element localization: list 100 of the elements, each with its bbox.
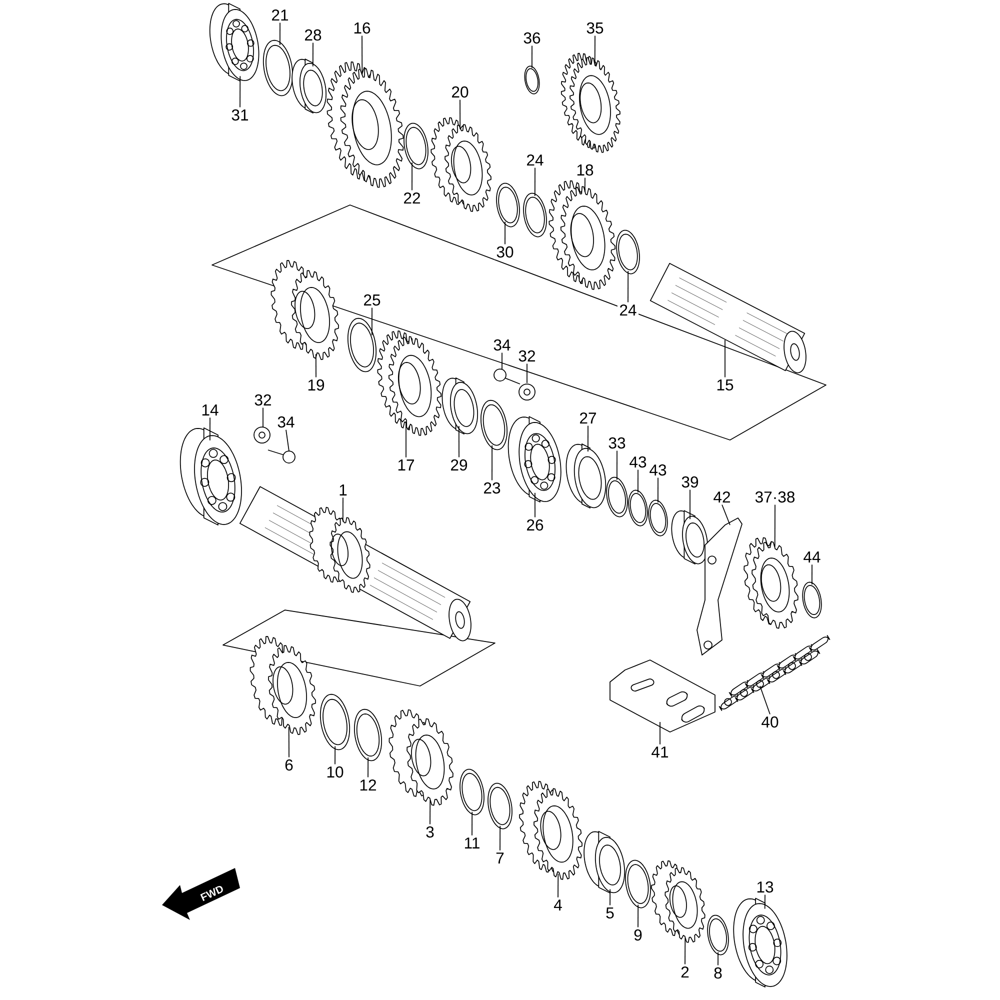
callout-number: 5 [604, 906, 616, 920]
leader-line [526, 363, 528, 384]
leader-line [558, 873, 559, 898]
callout-number: 14 [199, 402, 221, 418]
callout-number: 36 [521, 30, 543, 46]
leader-line [774, 504, 776, 548]
leader-line [534, 492, 536, 518]
callout-number: 23 [481, 480, 503, 496]
callout-number: 44 [801, 550, 823, 564]
gear [326, 62, 404, 188]
drive-chain [718, 635, 830, 711]
retainer [606, 476, 628, 518]
callout-number: 24 [524, 152, 546, 168]
callout-number: 22 [401, 190, 423, 206]
oil-seal [566, 444, 606, 508]
ring [347, 318, 377, 372]
callout-number: 18 [574, 162, 596, 178]
sleeve [292, 58, 326, 114]
leader-line [610, 888, 611, 906]
leader-line [684, 937, 686, 965]
leader-line [288, 726, 290, 758]
callout-number: 6 [282, 758, 296, 772]
ring [625, 860, 651, 908]
leader-line [534, 167, 536, 196]
bearing [209, 2, 260, 82]
callout-number: 37·38 [753, 490, 797, 504]
callout-number: 27 [577, 410, 599, 426]
callout-number: 20 [449, 84, 471, 100]
leader-line [362, 35, 363, 76]
leader-line [760, 686, 770, 715]
callout-number: 4 [552, 898, 564, 912]
gear [560, 52, 620, 153]
callout-number: 32 [516, 348, 538, 364]
callout-number: 42 [711, 490, 733, 504]
gear [388, 709, 454, 806]
callout-number: 43 [647, 462, 669, 478]
leader-line [584, 177, 586, 192]
leader-line [764, 894, 766, 910]
callout-number: 13 [754, 880, 776, 894]
callout-number: 9 [632, 928, 644, 942]
leader-line [638, 904, 639, 928]
sleeve [442, 377, 478, 434]
callout-number: 25 [361, 292, 383, 308]
needle-bearing [584, 830, 626, 894]
callout-number: 8 [712, 966, 724, 980]
leader-line [724, 340, 726, 378]
lock-washer [518, 384, 536, 400]
gear [548, 180, 616, 290]
gear [377, 330, 442, 436]
gear [519, 780, 582, 880]
callout-number: 30 [494, 244, 516, 260]
callout-number: 17 [395, 458, 417, 472]
callout-number: 19 [305, 378, 327, 392]
leader-line [262, 407, 264, 428]
leader-line [628, 270, 629, 303]
ring [404, 122, 428, 170]
chain-joint-kit [610, 660, 716, 732]
callout-number: 15 [714, 378, 736, 392]
circlip [460, 768, 484, 816]
countershaft [239, 486, 472, 642]
callout-number: 31 [229, 108, 251, 122]
spline-washer [488, 782, 512, 830]
circlip [354, 708, 382, 762]
gear [651, 860, 706, 943]
leader-line [594, 35, 596, 64]
callout-number: 39 [679, 474, 701, 490]
callout-number: 24 [617, 302, 639, 318]
callout-number: 35 [584, 20, 606, 36]
bearing [733, 898, 788, 988]
leader-line [312, 42, 314, 67]
gear [250, 636, 316, 735]
callout-number: 41 [649, 744, 671, 760]
callout-number: 28 [302, 28, 324, 42]
callout-number: 34 [275, 414, 297, 430]
ring [262, 40, 294, 96]
callout-number: 2 [678, 964, 692, 980]
leader-line [315, 354, 316, 378]
lock-washer [254, 426, 270, 444]
ring [320, 694, 350, 750]
circlip [802, 582, 822, 618]
shaft [650, 262, 806, 374]
screw [268, 450, 296, 464]
callout-number: 26 [524, 518, 546, 532]
leader-line [342, 497, 344, 522]
circlip [496, 182, 520, 228]
ring [523, 192, 547, 238]
gear [430, 117, 492, 212]
callout-number: 40 [759, 714, 781, 730]
ring [480, 400, 508, 450]
callout-number: 7 [494, 850, 506, 866]
o-ring [628, 490, 648, 526]
callout-number: 3 [424, 824, 436, 840]
leader-line [368, 757, 369, 778]
leader-line [472, 811, 473, 836]
leader-line [616, 450, 618, 480]
bearing [508, 416, 562, 502]
ring [707, 914, 729, 956]
callout-number: 33 [606, 436, 628, 450]
gear [270, 260, 339, 360]
circlip [524, 66, 540, 94]
